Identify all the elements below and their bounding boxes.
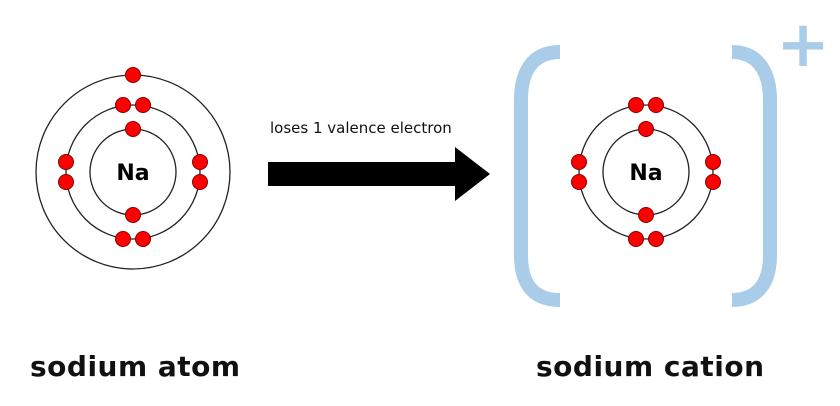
electron <box>125 207 141 223</box>
outer-shell <box>578 104 714 240</box>
electron <box>638 121 654 137</box>
sodium-atom-model: Na <box>35 67 231 270</box>
right-bracket <box>731 45 777 307</box>
left-bracket <box>514 45 561 307</box>
electron <box>58 174 74 190</box>
electron <box>192 174 208 190</box>
electron <box>115 97 131 113</box>
atom-caption: sodium atom <box>30 350 241 383</box>
electron <box>648 231 664 247</box>
atom-electrons <box>58 67 208 247</box>
electron <box>125 121 141 137</box>
electron <box>638 207 654 223</box>
reaction-arrow <box>268 147 490 201</box>
arrow-label: loses 1 valence electron <box>270 119 452 137</box>
positive-charge-icon: + <box>776 8 830 82</box>
ion-electrons <box>571 97 721 247</box>
electron <box>58 154 74 170</box>
middle-shell <box>65 104 201 240</box>
sodium-cation-model: + Na <box>514 8 830 307</box>
electron <box>571 174 587 190</box>
electron <box>135 97 151 113</box>
ion-caption: sodium cation <box>536 350 765 383</box>
electron <box>571 154 587 170</box>
electron <box>628 231 644 247</box>
electron <box>135 231 151 247</box>
electron <box>705 154 721 170</box>
atom-symbol: Na <box>116 161 149 186</box>
electron <box>705 174 721 190</box>
electron <box>125 67 141 83</box>
electron <box>115 231 131 247</box>
ion-symbol: Na <box>629 161 662 186</box>
electron <box>628 97 644 113</box>
electron <box>192 154 208 170</box>
electron <box>648 97 664 113</box>
